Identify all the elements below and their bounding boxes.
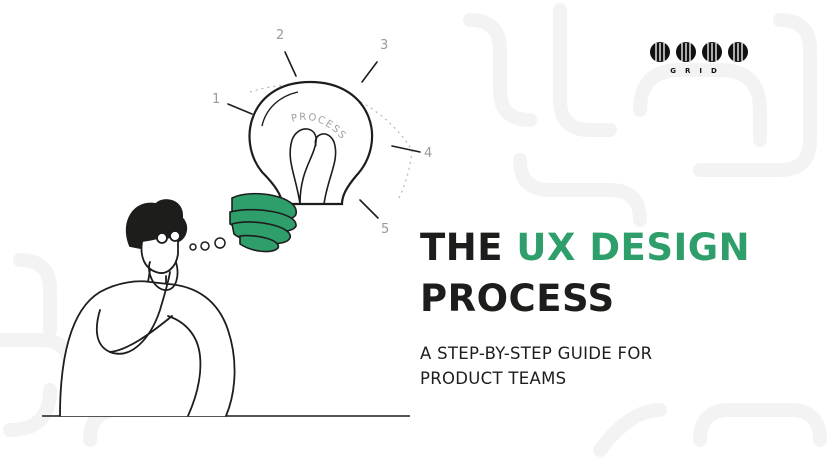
thought-bubble-icon <box>189 237 226 251</box>
step-ticks <box>227 51 421 219</box>
step-number-5: 5 <box>381 222 390 237</box>
thinking-person-icon <box>59 199 236 417</box>
step-number-1: 1 <box>212 92 221 107</box>
title-part-1: THE <box>420 226 517 269</box>
step-arc <box>249 84 413 151</box>
subtitle-line-1: A STEP-BY-STEP GUIDE FOR <box>420 344 653 363</box>
step-arc-lower <box>397 149 413 201</box>
logo-word: GRID <box>670 67 726 75</box>
step-number-3: 3 <box>380 38 389 53</box>
title-accent: UX DESIGN <box>516 226 751 269</box>
subtitle-line-2: PRODUCT TEAMS <box>420 369 567 388</box>
svg-text:PROCESS: PROCESS <box>290 112 348 142</box>
step-number-2: 2 <box>276 28 285 43</box>
grid-logo-icon: GRID <box>648 40 748 80</box>
step-number-4: 4 <box>424 146 433 161</box>
lightbulb-icon <box>229 80 374 253</box>
title-part-2: PROCESS <box>420 277 615 320</box>
page-title: THE UX DESIGN PROCESS <box>420 222 820 324</box>
bulb-label: PROCESS <box>290 112 347 142</box>
subtitle: A STEP-BY-STEP GUIDE FOR PRODUCT TEAMS <box>420 341 800 391</box>
logo-mark <box>650 42 748 62</box>
